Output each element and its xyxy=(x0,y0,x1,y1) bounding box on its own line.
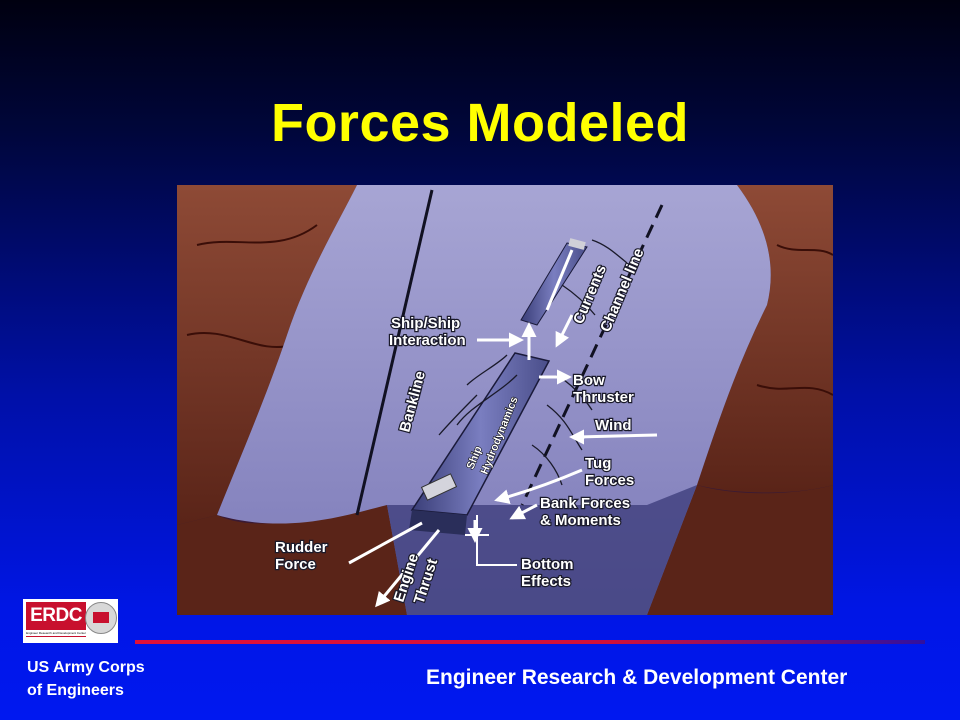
corps-name: US Army Corps of Engineers xyxy=(27,656,145,702)
corps-line-1: US Army Corps xyxy=(27,659,145,676)
label-ship-ship: Ship/Ship xyxy=(391,315,460,332)
label-interaction: Interaction xyxy=(389,332,466,349)
channel-illustration: Ship/Ship Interaction Currents Channel l… xyxy=(177,185,833,615)
label-thruster: Thruster xyxy=(573,389,634,406)
label-rudder-force: Force xyxy=(275,556,316,573)
left-bank-lower xyxy=(177,505,407,615)
label-forces: Forces xyxy=(585,472,634,489)
erdc-logo: ERDC Engineer Research and Development C… xyxy=(23,599,118,643)
label-bottom: Bottom xyxy=(521,556,574,573)
main-ship xyxy=(409,352,551,535)
slide-title: Forces Modeled xyxy=(270,93,690,153)
label-tug: Tug xyxy=(585,455,611,472)
erdc-logo-subtext: Engineer Research and Development Center xyxy=(26,630,86,636)
channel-line xyxy=(520,204,664,506)
bankline-line xyxy=(355,189,434,516)
bank-crack xyxy=(776,244,833,256)
label-effects: Effects xyxy=(521,573,571,590)
label-moments: & Moments xyxy=(540,512,621,529)
label-wind: Wind xyxy=(595,417,632,434)
force-arrows xyxy=(348,249,658,608)
corps-line-2: of Engineers xyxy=(27,682,124,699)
bank-crack xyxy=(196,224,318,246)
label-bank-forces: Bank Forces xyxy=(540,495,630,512)
bottom-effects-leader xyxy=(465,515,517,566)
label-bow: Bow xyxy=(573,372,605,389)
bank-crack xyxy=(186,332,293,348)
right-bank-lower xyxy=(647,485,833,615)
erdc-logo-text: ERDC xyxy=(30,605,82,626)
bank-crack xyxy=(756,384,833,396)
center-name: Engineer Research & Development Center xyxy=(426,666,848,689)
right-bank xyxy=(697,185,833,493)
forces-diagram: Ship/Ship Interaction Currents Channel l… xyxy=(177,185,833,615)
footer-rule xyxy=(135,640,925,644)
left-bank xyxy=(177,185,357,525)
label-rudder: Rudder xyxy=(275,539,328,556)
castle-icon xyxy=(85,602,117,634)
